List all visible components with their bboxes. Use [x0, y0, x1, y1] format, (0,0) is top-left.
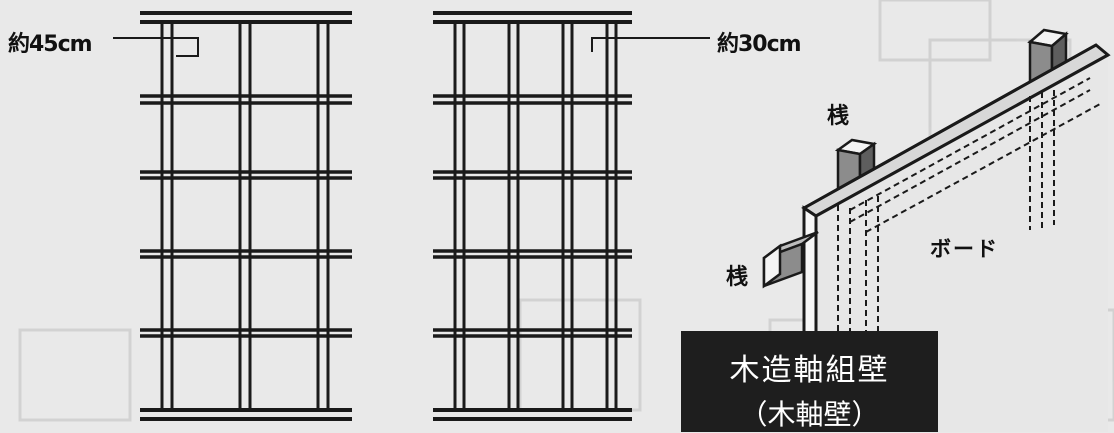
dimension-marker-45	[113, 37, 199, 57]
dimension-marker-30	[591, 37, 710, 52]
frame-45cm	[113, 11, 352, 421]
rails-left	[140, 94, 352, 338]
caption-subtitle: （木軸壁）	[739, 398, 880, 431]
stud-pair-2	[238, 22, 252, 410]
dimension-label-45cm: 約45cm	[8, 32, 93, 57]
caption-box: 木造軸組壁 （木軸壁）	[681, 331, 938, 432]
post-label-bottom: 桟	[726, 265, 749, 290]
dimension-label-30cm: 約30cm	[717, 32, 802, 57]
studs-middle	[453, 22, 618, 410]
caption-title: 木造軸組壁	[729, 353, 890, 388]
post-label-top: 桟	[827, 104, 850, 129]
post-horizontal	[762, 230, 819, 289]
board-label: ボード	[930, 237, 999, 261]
rails-middle	[433, 94, 632, 338]
stud-pair-1	[160, 22, 174, 410]
stud-pair-3	[316, 22, 330, 410]
frame-30cm	[433, 11, 710, 421]
